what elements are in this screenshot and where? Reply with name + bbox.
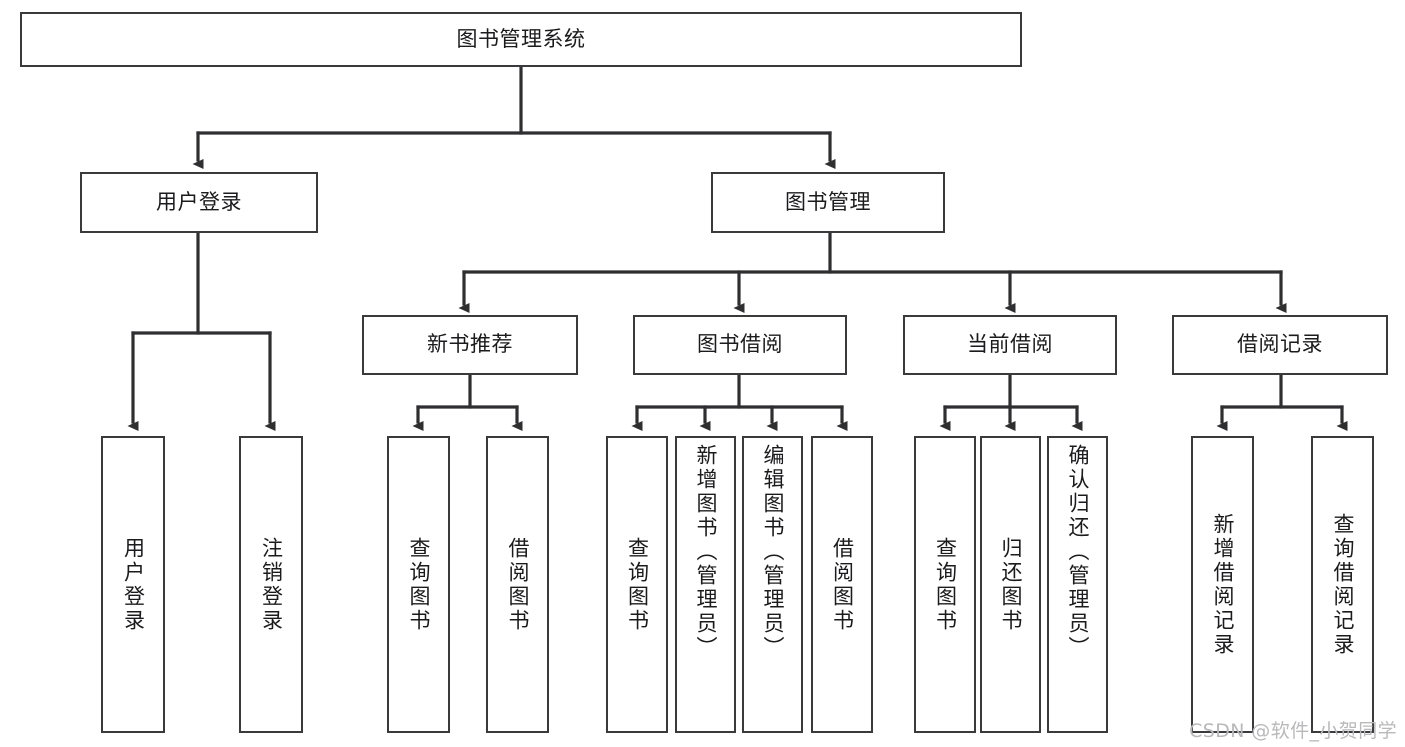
leaf-query-book-1-label: 查询图书 xyxy=(407,536,431,633)
leaf-add-record-label: 新增借阅记录 xyxy=(1211,512,1235,657)
leaf-borrow-book-1-label: 借阅图书 xyxy=(506,536,530,633)
node-book-manage[interactable]: 图书管理 xyxy=(711,172,945,233)
leaf-borrow-book-1[interactable]: 借阅图书 xyxy=(486,436,549,733)
leaf-logout-login-label: 注销登录 xyxy=(259,536,284,633)
node-new-book-recommend-label: 新书推荐 xyxy=(427,332,513,357)
leaf-query-record-label: 查询借阅记录 xyxy=(1331,512,1355,657)
node-borrow-record[interactable]: 借阅记录 xyxy=(1172,315,1388,375)
leaf-confirm-return[interactable]: 确认归还（管理员） xyxy=(1047,436,1108,733)
leaf-edit-book[interactable]: 编辑图书（管理员） xyxy=(742,436,803,733)
leaf-return-book-label: 归还图书 xyxy=(999,536,1023,633)
leaf-add-book[interactable]: 新增图书（管理员） xyxy=(675,436,736,733)
leaf-confirm-return-label: 确认归还（管理员） xyxy=(1066,444,1090,660)
leaf-add-book-label: 新增图书（管理员） xyxy=(694,444,718,660)
node-user-login-label: 用户登录 xyxy=(156,189,242,214)
node-current-borrow-label: 当前借阅 xyxy=(967,332,1053,357)
leaf-user-login[interactable]: 用户登录 xyxy=(101,436,165,733)
leaf-return-book[interactable]: 归还图书 xyxy=(980,436,1041,733)
node-new-book-recommend[interactable]: 新书推荐 xyxy=(362,315,578,375)
leaf-query-book-1[interactable]: 查询图书 xyxy=(387,436,450,733)
node-current-borrow[interactable]: 当前借阅 xyxy=(903,315,1117,375)
leaf-query-book-3-label: 查询图书 xyxy=(933,536,958,633)
leaf-borrow-book-2-label: 借阅图书 xyxy=(830,536,855,633)
leaf-query-book-3[interactable]: 查询图书 xyxy=(914,436,976,733)
node-borrow-record-label: 借阅记录 xyxy=(1237,332,1323,357)
node-book-manage-label: 图书管理 xyxy=(785,189,871,214)
leaf-borrow-book-2[interactable]: 借阅图书 xyxy=(811,436,873,733)
leaf-edit-book-label: 编辑图书（管理员） xyxy=(761,444,785,660)
leaf-query-record[interactable]: 查询借阅记录 xyxy=(1311,436,1374,733)
watermark-text: CSDN @软件_小贺同学 xyxy=(1189,720,1397,742)
leaf-query-book-2[interactable]: 查询图书 xyxy=(606,436,668,733)
node-book-borrow-label: 图书借阅 xyxy=(697,332,783,357)
leaf-query-book-2-label: 查询图书 xyxy=(625,536,650,633)
node-user-login[interactable]: 用户登录 xyxy=(80,172,318,233)
node-root[interactable]: 图书管理系统 xyxy=(20,12,1022,67)
node-book-borrow[interactable]: 图书借阅 xyxy=(633,315,847,375)
node-root-label: 图书管理系统 xyxy=(456,26,586,51)
leaf-logout-login[interactable]: 注销登录 xyxy=(239,436,303,733)
leaf-user-login-label: 用户登录 xyxy=(121,536,146,633)
leaf-add-record[interactable]: 新增借阅记录 xyxy=(1191,436,1254,733)
